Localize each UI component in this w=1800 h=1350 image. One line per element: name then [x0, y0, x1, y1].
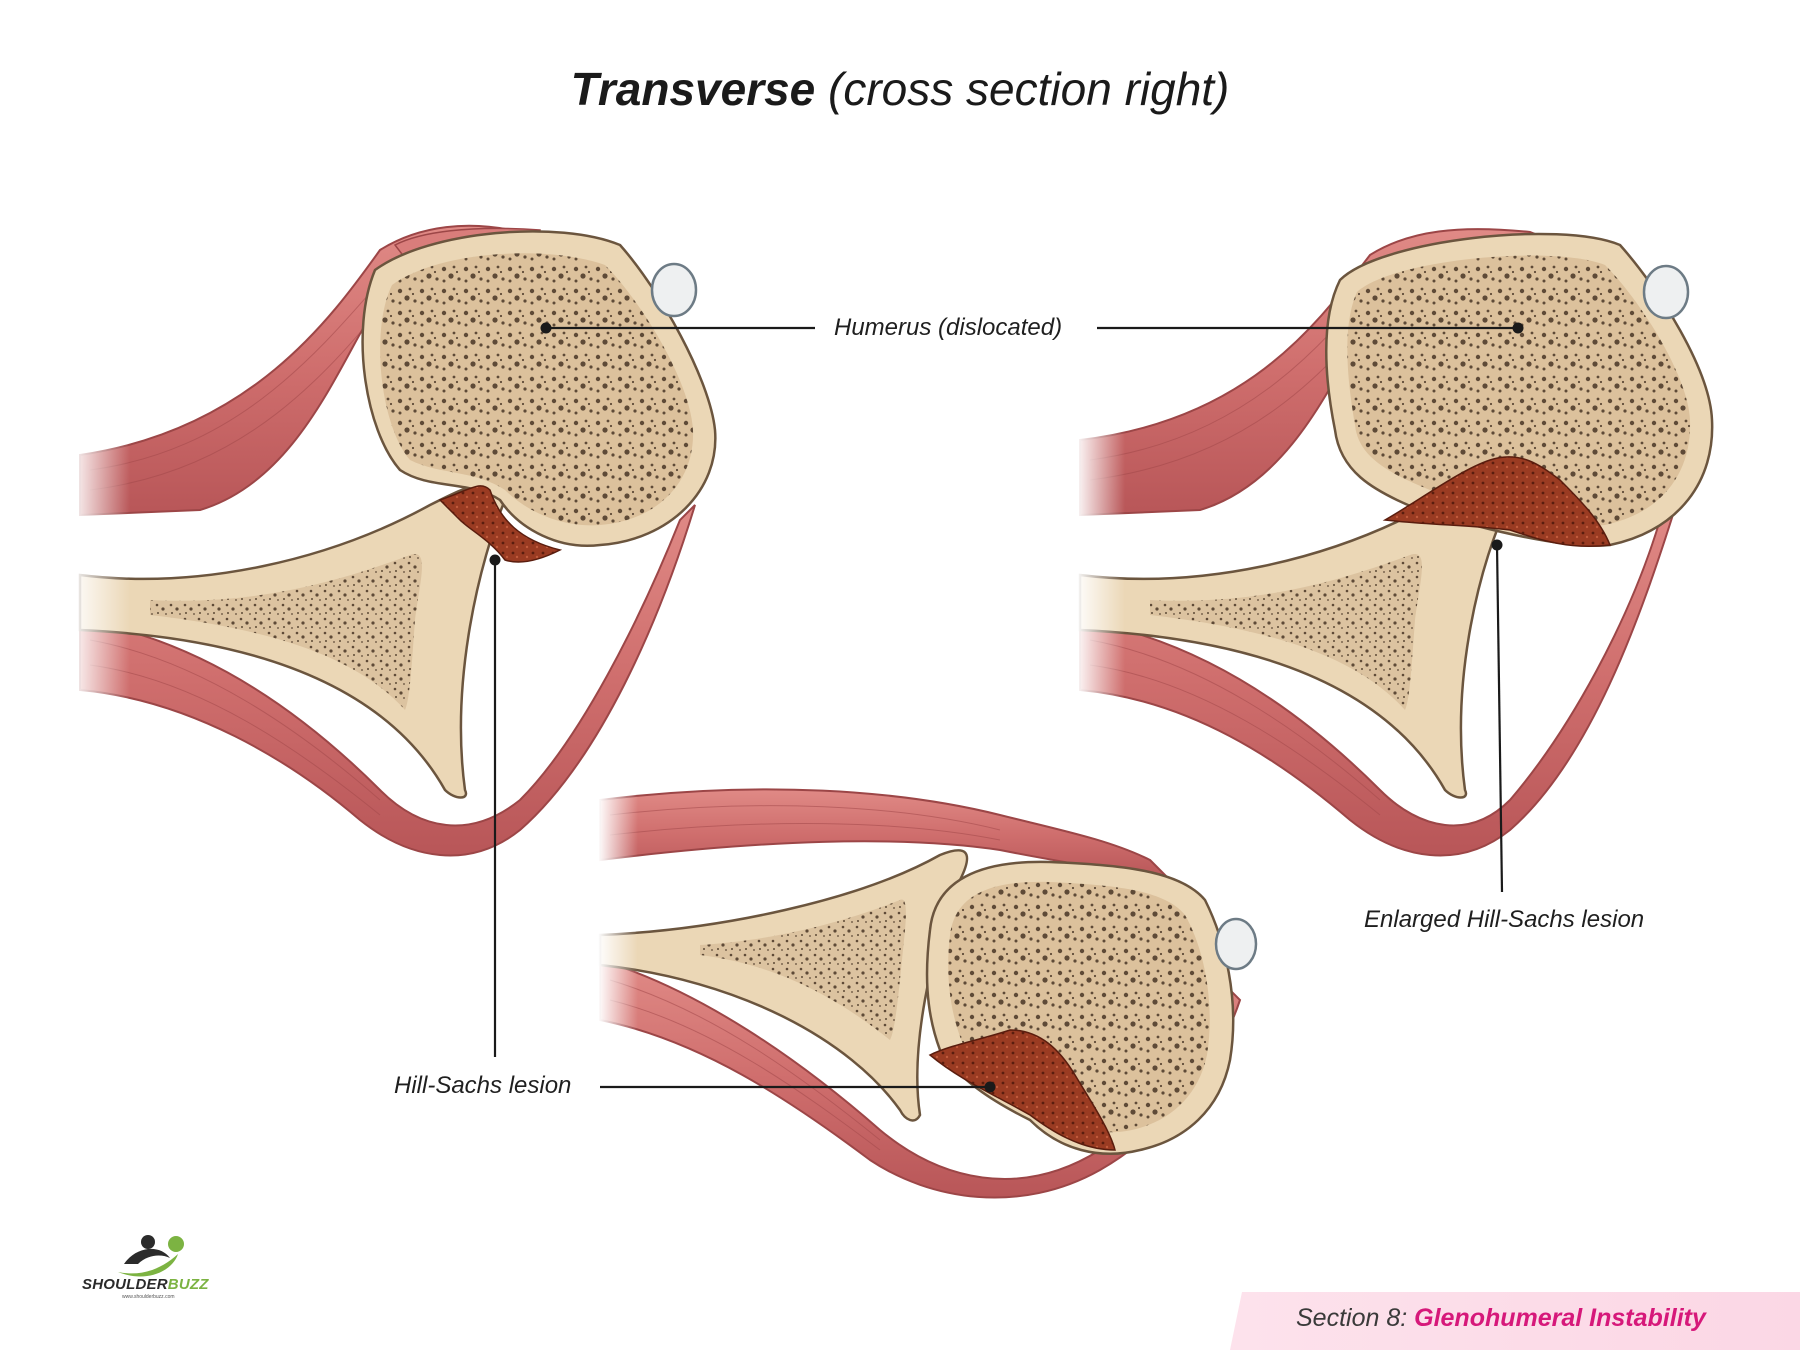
label-humerus: Humerus (dislocated) — [834, 314, 1063, 341]
logo-ball — [168, 1236, 184, 1252]
leader-lines — [489, 322, 1524, 1093]
muscle-fibres — [609, 805, 1001, 1151]
logo-figure-head — [141, 1235, 155, 1249]
title-bold: Transverse — [570, 63, 816, 115]
leader-dot — [1512, 322, 1524, 334]
logo-url: www.shoulderbuzz.com — [122, 1294, 175, 1300]
panel-hill-sachs — [70, 224, 717, 857]
scapula-cancellous — [1150, 554, 1422, 710]
logo-swoosh — [118, 1254, 178, 1277]
left-fade — [70, 440, 130, 710]
hill-sachs-notch — [438, 485, 563, 563]
muscle-lower-band — [599, 958, 1242, 1199]
panel-enlarged-hill-sachs — [1075, 228, 1714, 857]
label-enlarged-hill-sachs: Enlarged Hill-Sachs lesion — [1364, 906, 1645, 933]
hill-sachs-notch-reduced — [928, 1029, 1116, 1151]
coracoid-small-circle — [1642, 264, 1690, 320]
title-rest: (cross section right) — [828, 63, 1230, 115]
coracoid-small-circle — [1214, 917, 1258, 971]
scapula-cancellous — [150, 554, 422, 710]
leader-dot — [489, 554, 501, 566]
footer-banner — [1230, 1292, 1800, 1350]
leader-dot — [1491, 539, 1503, 551]
left-fade — [1075, 430, 1125, 710]
logo-figure-body — [124, 1248, 170, 1264]
coracoid-small-circle — [650, 262, 698, 318]
humeral-cancellous — [380, 253, 694, 526]
page-title: Transverse (cross section right) — [0, 62, 1800, 116]
label-hill-sachs: Hill-Sachs lesion — [394, 1072, 572, 1099]
footer-topic: Glenohumeral Instability — [1414, 1304, 1706, 1332]
leader-enlarged-vertical — [1495, 544, 1504, 893]
shoulderbuzz-logo — [118, 1235, 184, 1277]
footer-text: Section 8: Glenohumeral Instability — [1296, 1304, 1706, 1333]
left-fade — [598, 790, 638, 1030]
scapula-cancellous — [700, 899, 906, 1040]
leader-dot — [540, 322, 552, 334]
logo-wordmark: SHOULDERBUZZ — [82, 1276, 209, 1293]
panel-reduced — [598, 788, 1258, 1199]
leader-dot — [984, 1081, 996, 1093]
humeral-cancellous — [1347, 255, 1691, 526]
footer-section: Section 8: — [1296, 1304, 1408, 1332]
muscle-lower-band — [79, 504, 696, 857]
enlarged-hill-sachs-notch — [1382, 456, 1612, 548]
